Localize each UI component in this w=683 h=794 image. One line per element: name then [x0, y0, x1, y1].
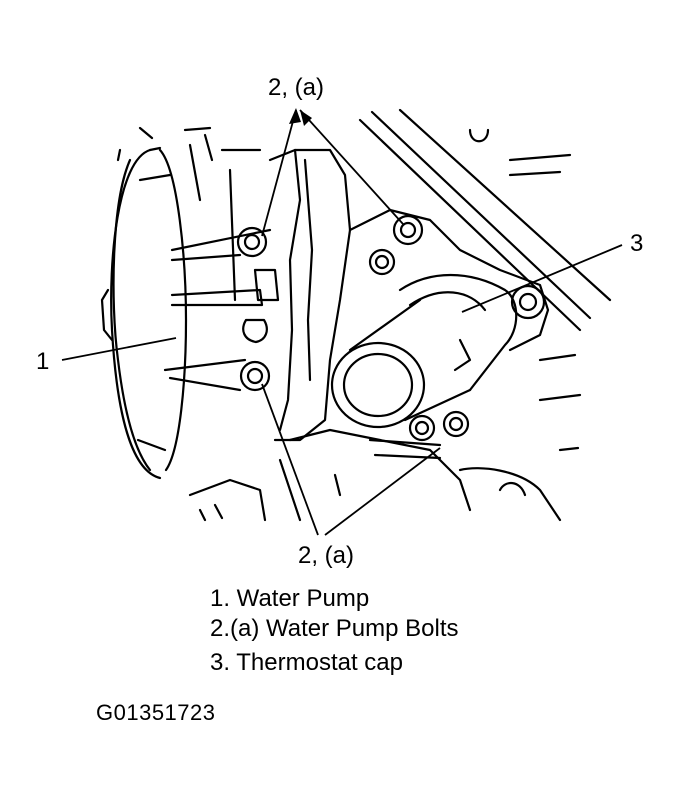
legend-item-water-pump-bolts: 2.(a) Water Pump Bolts — [210, 615, 459, 642]
water-pump-drawing — [163, 148, 352, 442]
leader-bolt-top-left — [261, 109, 297, 237]
leader-bolt-top-right — [299, 109, 404, 225]
pulley-drawing — [100, 126, 188, 480]
legend-item-thermostat-cap: 3. Thermostat cap — [210, 649, 403, 676]
bolt-drawings — [236, 214, 546, 442]
leader-pump — [61, 337, 177, 361]
arrowheads — [289, 108, 312, 126]
leader-thermostat — [461, 244, 623, 313]
callout-bolts-top: 2, (a) — [268, 74, 325, 101]
callout-bolts-bottom: 2, (a) — [298, 542, 355, 569]
leader-bolt-bottom-right — [324, 447, 441, 536]
leader-lines — [61, 109, 623, 536]
leader-bolt-bottom-left — [261, 383, 319, 536]
thermostat-cap-drawing — [330, 208, 550, 429]
callout-thermostat-cap: 3 — [630, 230, 644, 257]
figure-id: G01351723 — [96, 700, 216, 725]
legend-item-water-pump: 1. Water Pump — [210, 585, 370, 612]
callout-water-pump: 1 — [36, 348, 50, 375]
